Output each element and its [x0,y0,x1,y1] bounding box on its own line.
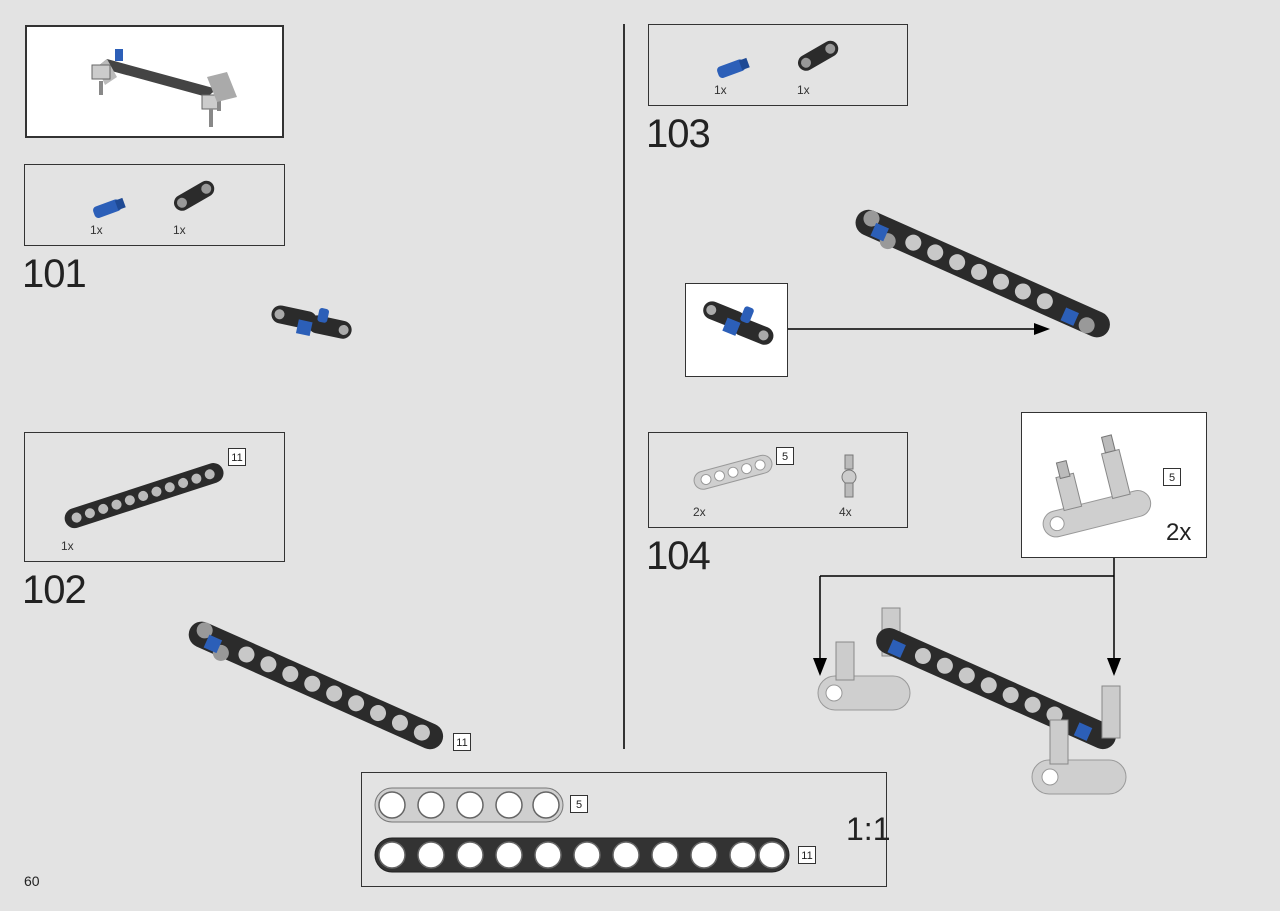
beam-length-tag: 11 [798,846,816,864]
blue-axle-pin-icon [717,57,750,78]
part-qty: 1x [797,83,810,97]
lever-pin-subassembly-icon [703,301,774,345]
part-qty: 1x [90,223,103,237]
step-number: 103 [646,112,711,156]
step-101-parts-box: 1x 1x [24,164,285,246]
column-divider [623,24,625,749]
scale-label: 1:1 [846,811,891,847]
part-qty: 1x [61,539,74,553]
preview-model-box [25,25,284,138]
step-number: 104 [646,534,711,578]
step-number: 101 [22,252,87,296]
scale-ruler-box: 5 11 1:1 [361,772,891,887]
black-lever-icon [174,180,215,211]
step-number: 102 [22,568,87,612]
blue-axle-pin-icon [93,197,126,218]
step-104-parts-box: 5 2x 4x [648,432,908,528]
callout-box [685,283,788,377]
step-103-parts-box: 1x 1x [648,24,908,106]
black-lever-icon [798,40,839,71]
beam-length-tag: 5 [776,447,794,465]
step-101-model-icon [271,305,352,339]
grey-beam-connector-subassembly-icon [1042,434,1152,538]
assembly-arrow [788,323,1050,335]
step-102-model-icon [188,621,444,750]
part-qty: 2x [693,505,706,519]
subassembly-callout: 5 2x [1021,412,1207,558]
beam-11-ruler-icon [374,837,790,873]
beam-length-tag: 5 [1163,468,1181,486]
beam-length-tag: 5 [570,795,588,813]
beam-5-ruler-icon [374,787,564,823]
assembly-arrows [813,558,1121,676]
step-102-parts-box: 11 1x [24,432,285,562]
beam-length-tag: 11 [228,448,246,466]
part-qty: 1x [714,83,727,97]
part-qty: 4x [839,505,852,519]
preview-model-icon [91,49,237,127]
page-number: 60 [24,873,40,889]
beam-length-tag: 11 [453,733,471,751]
grey-axle-connector-icon [841,454,857,498]
part-qty: 1x [173,223,186,237]
black-beam-11-icon [64,463,224,529]
step-104-model-icon [817,607,1127,795]
grey-beam-5-icon [693,454,773,490]
multiplier-label: 2x [1166,519,1192,546]
step-103-model-icon [855,209,1110,338]
